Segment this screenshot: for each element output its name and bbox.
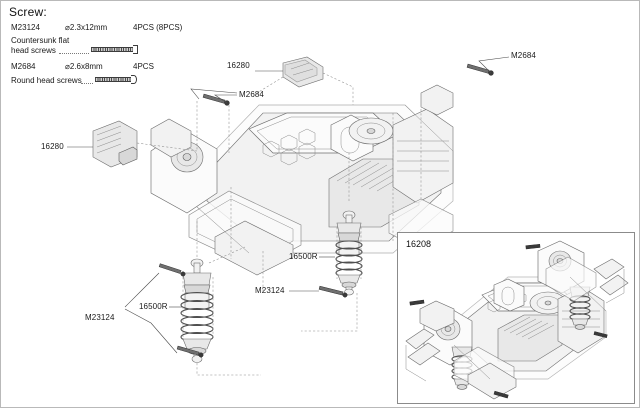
callout-16280-upper: 16280 (227, 61, 250, 70)
countersunk-flat-head-screw-icon (91, 45, 138, 54)
loose-screws (158, 63, 494, 358)
legend-row-1-code: M2684 (11, 62, 36, 71)
legend-row-1-spec: ⌀2.6x8mm (65, 62, 103, 71)
screw-m23124-a (318, 285, 348, 298)
callout-16280-left: 16280 (41, 142, 64, 151)
legend-row-1-qty: 4PCS (133, 62, 154, 71)
legend-row-0-leader (59, 53, 89, 54)
legend-row-1-desc1: Round head screws (11, 76, 82, 85)
legend-row-0-spec: ⌀2.3x12mm (65, 23, 108, 32)
callout-16500r-front: 16500R (139, 302, 168, 311)
shock-absorber-rear (335, 210, 363, 296)
legend-row-0-code: M23124 (11, 23, 40, 32)
callout-m23124-front: M23124 (85, 313, 115, 322)
screw-m2684-b (466, 63, 494, 76)
callout-m2684-inner: M2684 (239, 90, 264, 99)
assembled-view-panel: 16208 (397, 232, 635, 404)
screw-m23124-c (176, 345, 204, 358)
callout-m23124-rear: M23124 (255, 286, 285, 295)
screw-legend: Screw: M23124 ⌀2.3x12mm 4PCS (8PCS) Coun… (9, 5, 309, 85)
legend-row-0-qty: 4PCS (8PCS) (133, 23, 183, 32)
inset-label: 16208 (406, 239, 432, 249)
assembly-dashed-guides (136, 72, 422, 376)
legend-row-0-desc1: Countersunk flat (11, 36, 70, 45)
assembled-chassis-drawing (405, 240, 629, 400)
bumper-part-upper (282, 56, 324, 88)
legend-title: Screw: (9, 5, 47, 19)
chassis-assembly (150, 84, 454, 276)
round-head-screw-icon (95, 75, 137, 84)
shock-absorber-front (180, 258, 214, 363)
callout-leader-lines (67, 56, 510, 354)
callout-m2684-outer: M2684 (511, 51, 536, 60)
bumper-part-left (92, 120, 138, 168)
screw-m23124-b (158, 263, 186, 277)
callout-16500r-rear: 16500R (289, 252, 318, 261)
legend-row-0-desc2: head screws (11, 46, 56, 55)
legend-row-1-leader (81, 83, 93, 84)
